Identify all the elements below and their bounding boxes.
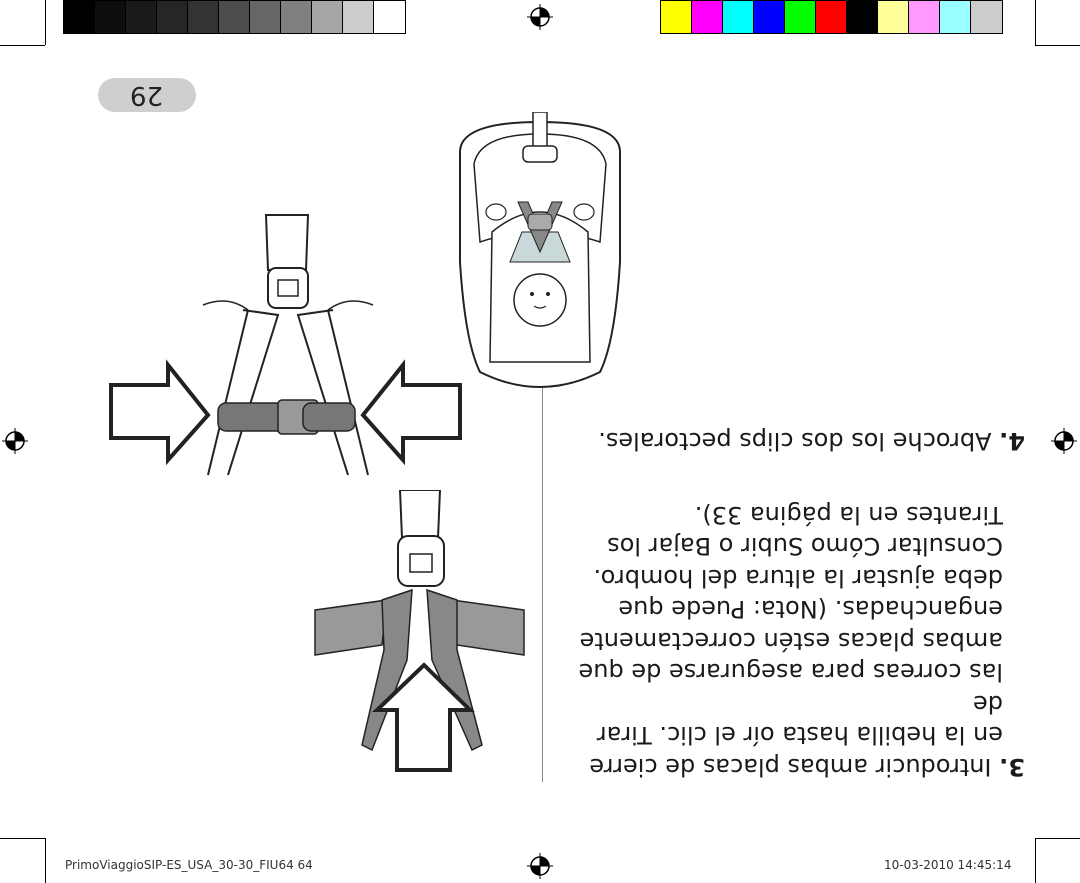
crotch-buckle-illustration xyxy=(314,490,525,772)
step-3-line-5: enganchadas. (Nota: Puede que xyxy=(618,595,1003,624)
footer-filename: PrimoViaggioSIP-ES_USA_30-30_FIU64 64 xyxy=(65,858,313,872)
gray-swatch xyxy=(374,1,405,33)
crop-mark xyxy=(1035,45,1080,46)
crop-mark xyxy=(0,45,45,46)
gray-swatch xyxy=(343,1,374,33)
step-3-line-7: Consultar Cómo Subir o Bajar los xyxy=(607,532,1003,561)
registration-target-icon xyxy=(527,853,553,879)
step-3-line-8: Tirantes en la página 33). xyxy=(694,501,1003,529)
color-swatch xyxy=(723,1,754,33)
color-swatch xyxy=(692,1,723,33)
crop-mark xyxy=(1035,0,1036,45)
gray-swatch xyxy=(250,1,281,33)
gray-swatch xyxy=(188,1,219,33)
step-3-line-4: ambas placas estén correctamente xyxy=(579,627,1003,655)
crop-mark xyxy=(45,0,46,45)
color-swatch xyxy=(661,1,692,33)
color-swatch xyxy=(878,1,909,33)
page-number-badge: 29 xyxy=(98,78,196,112)
registration-target-icon xyxy=(1051,428,1077,454)
registration-target-icon xyxy=(527,4,553,30)
color-swatch xyxy=(816,1,847,33)
step-3-line-1: 3. Introducir ambas placas de cierre xyxy=(589,753,1025,781)
grayscale-registration-bar xyxy=(63,0,406,34)
step-4-instruction: 4. Abroche los dos clips pectorales. xyxy=(565,424,1025,456)
crop-mark xyxy=(0,838,45,839)
color-swatch xyxy=(971,1,1002,33)
crop-mark xyxy=(1035,838,1080,839)
crop-mark xyxy=(45,838,46,883)
color-swatch xyxy=(785,1,816,33)
gray-swatch xyxy=(312,1,343,33)
gray-swatch xyxy=(126,1,157,33)
footer-datetime: 10-03-2010 14:45:14 xyxy=(884,858,1012,872)
car-seat-illustration xyxy=(459,112,621,388)
step-3-instruction: 3. Introducir ambas placas de cierre en … xyxy=(565,501,1025,782)
step-3-line-6: deba ajustar la altura del hombro. xyxy=(593,564,1003,592)
chest-clip-illustration xyxy=(109,214,462,476)
step-3-number: 3. xyxy=(999,753,1025,781)
gray-swatch xyxy=(157,1,188,33)
page-number: 29 xyxy=(130,80,164,110)
registration-target-icon xyxy=(2,428,28,454)
gray-swatch xyxy=(95,1,126,33)
gray-swatch xyxy=(281,1,312,33)
color-swatch xyxy=(754,1,785,33)
gray-swatch xyxy=(64,1,95,33)
column-divider xyxy=(542,346,543,782)
color-swatch xyxy=(940,1,971,33)
crop-mark xyxy=(1035,838,1036,883)
color-registration-bar xyxy=(660,0,1003,34)
step-3-line-3: las correas para asegurarse de que xyxy=(578,658,1003,687)
gray-swatch xyxy=(219,1,250,33)
step-3-line-2: en la hebilla hasta oír el clic. Tirar d… xyxy=(596,690,1003,750)
step-4-number: 4. xyxy=(999,427,1025,455)
color-swatch xyxy=(909,1,940,33)
color-swatch xyxy=(847,1,878,33)
step-4-text: Abroche los dos clips pectorales. xyxy=(598,427,992,455)
